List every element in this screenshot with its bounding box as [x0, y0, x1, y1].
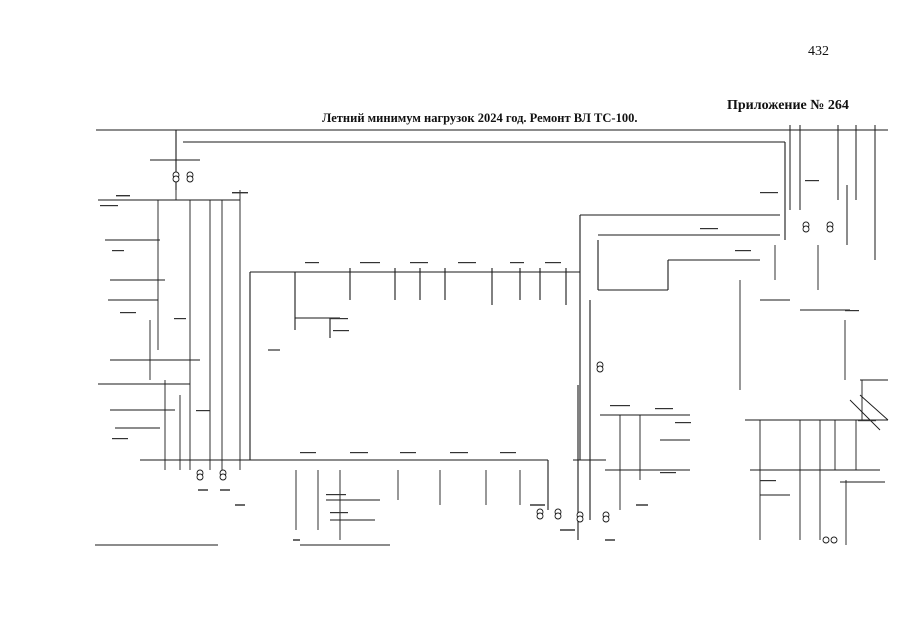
right-lower-cluster — [739, 245, 889, 545]
bus-markers — [198, 489, 648, 541]
annotation-ticks — [100, 180, 876, 514]
top-frame — [96, 129, 888, 240]
transformer-symbols — [172, 171, 838, 544]
main-loop — [249, 214, 780, 540]
appendix-label: Приложение № 264 — [727, 98, 849, 113]
page-number: 432 — [808, 44, 829, 59]
diagram-title: Летний минимум нагрузок 2024 год. Ремонт… — [322, 111, 638, 125]
left-cluster — [98, 159, 300, 470]
right-feeders — [789, 125, 876, 260]
bottom-bus — [95, 414, 690, 546]
